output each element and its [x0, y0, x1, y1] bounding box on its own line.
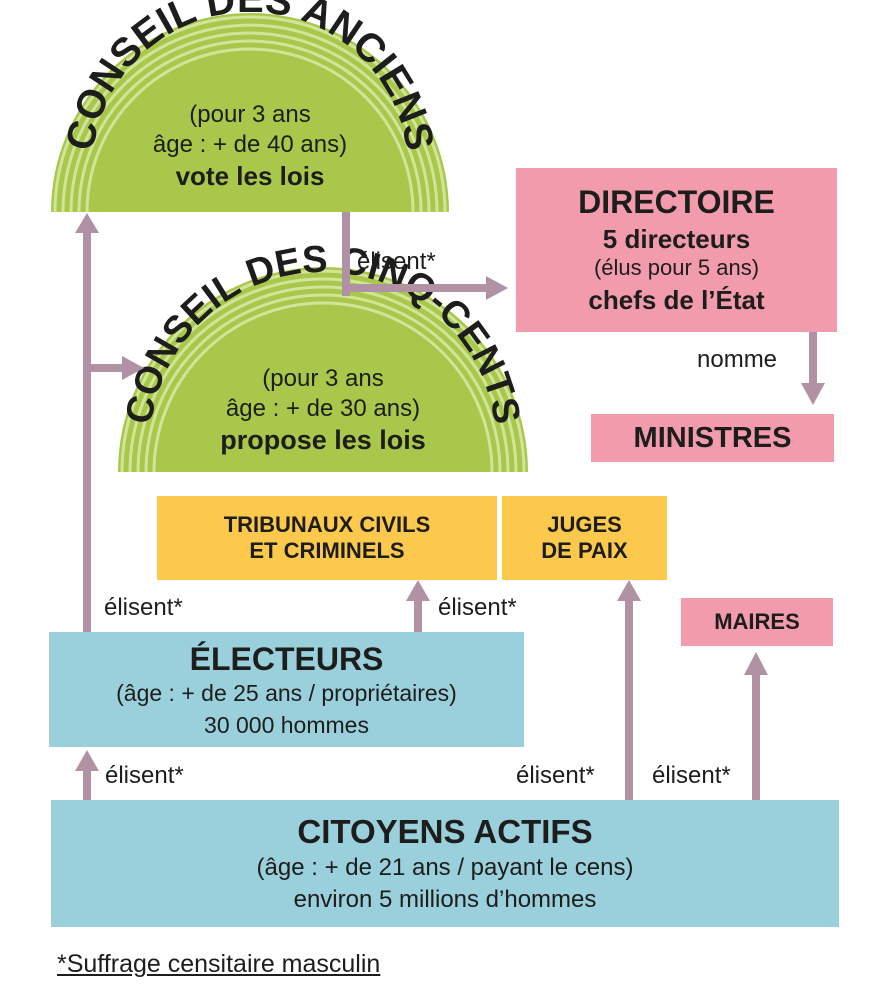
- anciens-details: (pour 3 ans âge : + de 40 ans) vote les …: [140, 100, 360, 193]
- juges-line1: JUGES: [547, 511, 622, 537]
- label-elisent-tribunaux: élisent*: [438, 594, 517, 621]
- maires-label: MAIRES: [714, 608, 800, 634]
- arrow-conseils-to-directoire: [342, 212, 508, 300]
- directoire-box: DIRECTOIRE 5 directeurs (élus pour 5 ans…: [516, 168, 837, 332]
- juges-box: JUGES DE PAIX: [502, 496, 667, 580]
- cinq-cents-details: (pour 3 ans âge : + de 30 ans) propose l…: [190, 364, 456, 458]
- label-elisent-maires: élisent*: [652, 762, 731, 789]
- ministres-label: MINISTRES: [633, 421, 792, 454]
- arrow-citoyens-to-electeurs: [75, 750, 99, 800]
- label-nomme: nomme: [697, 346, 778, 373]
- footnote: *Suffrage censitaire masculin: [57, 950, 381, 978]
- label-elisent-conseils: élisent*: [357, 248, 436, 275]
- label-elisent-citoyens: élisent*: [105, 762, 184, 789]
- directoire-term: (élus pour 5 ans): [593, 255, 760, 280]
- directoire-title: DIRECTOIRE: [578, 184, 775, 221]
- dome-anciens: CONSEIL DES ANCIENS: [51, 0, 449, 213]
- electeurs-count: 30 000 hommes: [204, 711, 369, 738]
- label-elisent-electeurs-conseils: élisent*: [104, 594, 183, 621]
- arrow-directoire-to-ministres: [801, 332, 825, 405]
- juges-line2: DE PAIX: [541, 538, 628, 563]
- tribunaux-line1: TRIBUNAUX CIVILS: [223, 511, 431, 537]
- citoyens-title: CITOYENS ACTIFS: [297, 812, 593, 850]
- arrow-citoyens-to-maires: [744, 652, 768, 800]
- cinq-cents-term: (pour 3 ans: [262, 365, 384, 392]
- arrow-electeurs-to-tribunaux: [406, 580, 430, 632]
- cinq-cents-age: âge : + de 30 ans): [225, 395, 421, 422]
- electeurs-title: ÉLECTEURS: [189, 640, 384, 677]
- citoyens-count: environ 5 millions d’hommes: [293, 886, 597, 914]
- arrow-electeurs-to-cinq-cents: [87, 356, 144, 380]
- citoyens-age: (âge : + de 21 ans / payant le cens): [256, 853, 634, 881]
- directoire-members: 5 directeurs: [602, 223, 751, 254]
- ministres-box: MINISTRES: [591, 414, 834, 462]
- label-elisent-juges: élisent*: [516, 762, 595, 789]
- anciens-term: (pour 3 ans: [189, 101, 311, 128]
- anciens-age: âge : + de 40 ans): [152, 131, 348, 158]
- arrow-citoyens-to-juges: [617, 580, 641, 800]
- citoyens-box: CITOYENS ACTIFS (âge : + de 21 ans / pay…: [51, 800, 839, 927]
- cinq-cents-role: propose les lois: [220, 425, 426, 455]
- tribunaux-box: TRIBUNAUX CIVILS ET CRIMINELS: [157, 496, 497, 580]
- arrow-electeurs-to-anciens: [75, 213, 99, 632]
- anciens-role: vote les lois: [175, 161, 325, 191]
- tribunaux-line2: ET CRIMINELS: [249, 538, 405, 563]
- directoire-role: chefs de l’État: [588, 285, 765, 316]
- electeurs-box: ÉLECTEURS (âge : + de 25 ans / propriéta…: [49, 632, 524, 747]
- electeurs-age: (âge : + de 25 ans / propriétaires): [116, 680, 457, 707]
- maires-box: MAIRES: [681, 598, 833, 646]
